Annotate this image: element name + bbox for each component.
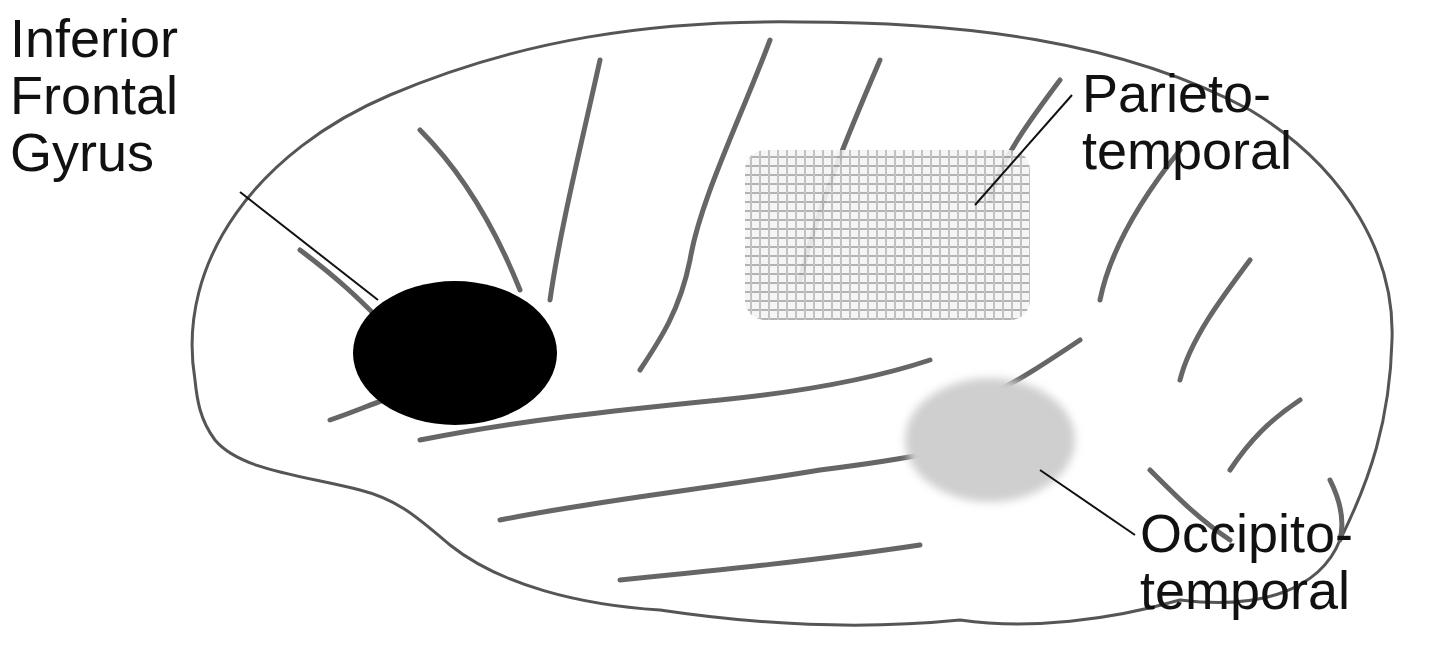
region-label: Inferior Frontal Gyrus — [10, 10, 250, 181]
occipitotemporal-region — [905, 378, 1075, 502]
parietotemporal-region — [745, 150, 1030, 320]
region-label: Parieto- temporal — [1082, 65, 1382, 179]
leader-lines — [240, 95, 1135, 535]
inferior-frontal-region — [353, 281, 557, 425]
region-label: Occipito- temporal — [1140, 505, 1425, 619]
